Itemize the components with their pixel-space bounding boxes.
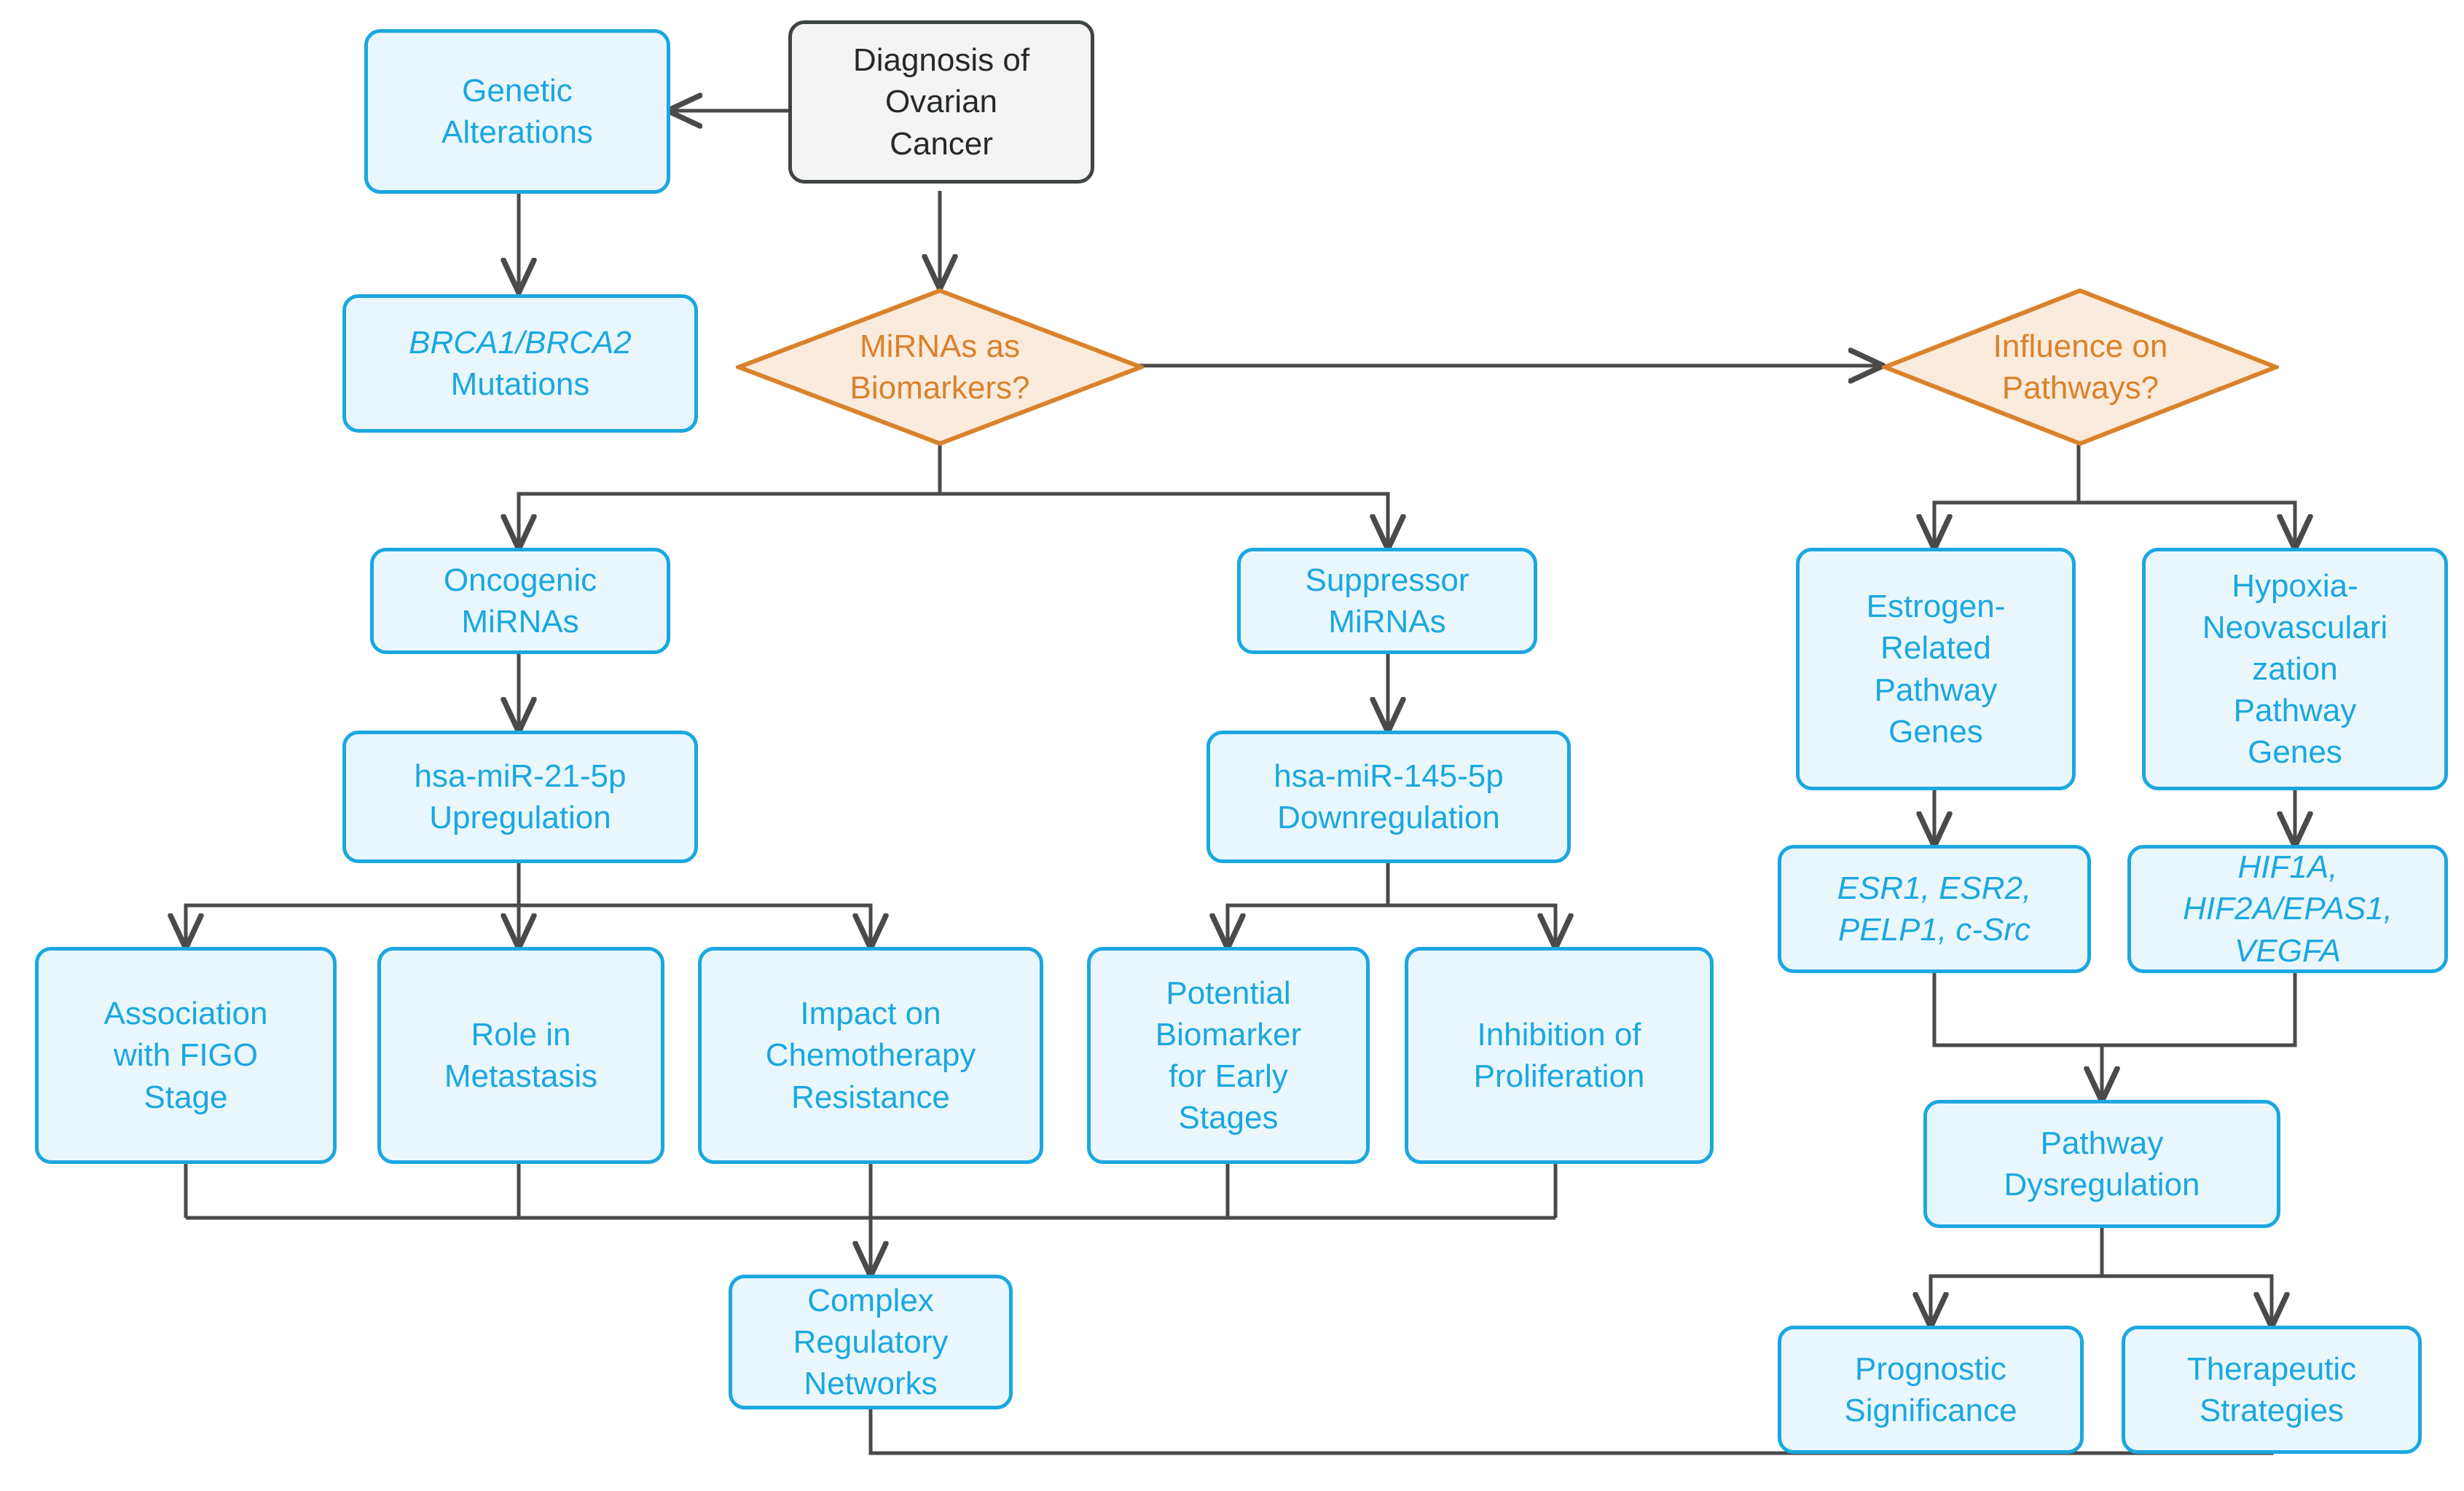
node-pathway-dysregulation-label: Pathway Dysregulation: [2004, 1125, 2200, 1203]
edge-esr-dysregulation: [1932, 973, 2102, 1100]
node-estrogen-genes-label: Estrogen- Related Pathway Genes: [1866, 589, 2006, 750]
node-oncogenic-mirnas-label: Oncogenic MiRNAs: [443, 562, 597, 640]
node-inhibition-proliferation[interactable]: Inhibition of Proliferation: [1405, 947, 1714, 1164]
node-hif-gene-list-label: HIF1A, HIF2A/EPAS1, VEGFA: [2183, 849, 2393, 969]
node-mir21-upregulation[interactable]: hsa-miR-21-5p Upregulation: [342, 731, 698, 863]
node-influence-pathways-label: Influence on Pathways?: [1993, 328, 2168, 406]
node-mirna-biomarkers[interactable]: MiRNAs as Biomarkers?: [736, 288, 1144, 446]
edge-dysregulation-prognostic: [1931, 1228, 2104, 1326]
edge-mir145-inhibition: [1386, 863, 1555, 947]
edge-influence-estrogen: [1934, 444, 2081, 548]
node-chemo-resistance[interactable]: Impact on Chemotherapy Resistance: [698, 947, 1043, 1164]
node-diagnosis-label: Diagnosis of Ovarian Cancer: [852, 42, 1030, 162]
node-therapeutic-strategies-label: Therapeutic Strategies: [2186, 1350, 2357, 1428]
node-esr-gene-list[interactable]: ESR1, ESR2, PELP1, c-Src: [1778, 845, 2091, 973]
edge-mir21-figo: [186, 863, 521, 947]
edge-bottomrow-stubs: [184, 1164, 1558, 1218]
node-metastasis-label: Role in Metastasis: [444, 1016, 598, 1094]
edge-mir21-chemo: [517, 863, 871, 947]
node-early-biomarker[interactable]: Potential Biomarker for Early Stages: [1087, 947, 1370, 1164]
node-mir145-downregulation-label: hsa-miR-145-5p Downregulation: [1274, 758, 1504, 835]
node-oncogenic-mirnas[interactable]: Oncogenic MiRNAs: [370, 548, 670, 654]
node-hypoxia-genes-label: Hypoxia- Neovasculari zation Pathway Gen…: [2202, 567, 2388, 771]
node-brca-plain-text: Mutations: [450, 366, 590, 402]
node-diagnosis[interactable]: Diagnosis of Ovarian Cancer: [788, 20, 1094, 184]
node-figo-stage[interactable]: Association with FIGO Stage: [35, 947, 337, 1164]
edge-dysregulation-therapeutic: [2100, 1228, 2272, 1326]
edge-networks-prognostic: [868, 1406, 1931, 1455]
node-suppressor-mirnas[interactable]: Suppressor MiRNAs: [1237, 548, 1537, 654]
node-hypoxia-genes[interactable]: Hypoxia- Neovasculari zation Pathway Gen…: [2142, 548, 2448, 790]
edge-mir145-earlybio: [1228, 863, 1390, 947]
node-genetic-alterations[interactable]: Genetic Alterations: [364, 29, 670, 194]
diamond-shape-mirna: [736, 288, 1144, 446]
node-pathway-dysregulation[interactable]: Pathway Dysregulation: [1923, 1100, 2280, 1228]
edge-influence-hypoxia: [2076, 444, 2295, 548]
node-mir21-upregulation-label: hsa-miR-21-5p Upregulation: [414, 758, 627, 835]
node-mir145-downregulation[interactable]: hsa-miR-145-5p Downregulation: [1207, 731, 1571, 863]
edge-mirna-oncogenic: [519, 444, 942, 548]
node-therapeutic-strategies[interactable]: Therapeutic Strategies: [2122, 1326, 2422, 1454]
node-esr-gene-list-label: ESR1, ESR2, PELP1, c-Src: [1837, 870, 2032, 948]
node-prognostic-significance[interactable]: Prognostic Significance: [1778, 1326, 2084, 1454]
node-early-biomarker-label: Potential Biomarker for Early Stages: [1155, 975, 1302, 1136]
node-inhibition-proliferation-label: Inhibition of Proliferation: [1473, 1016, 1645, 1094]
edge-hif-dysregulation: [2102, 973, 2297, 1100]
node-suppressor-mirnas-label: Suppressor MiRNAs: [1305, 562, 1470, 640]
node-chemo-resistance-label: Impact on Chemotherapy Resistance: [765, 996, 976, 1115]
node-complex-networks[interactable]: Complex Regulatory Networks: [729, 1275, 1013, 1409]
node-hif-gene-list[interactable]: HIF1A, HIF2A/EPAS1, VEGFA: [2127, 845, 2448, 973]
node-prognostic-significance-label: Prognostic Significance: [1844, 1350, 2017, 1428]
node-mirna-biomarkers-label: MiRNAs as Biomarkers?: [850, 328, 1030, 406]
node-estrogen-genes[interactable]: Estrogen- Related Pathway Genes: [1796, 548, 2076, 790]
node-genetic-alterations-label: Genetic Alterations: [442, 72, 593, 150]
node-figo-stage-label: Association with FIGO Stage: [103, 996, 268, 1115]
node-brca-gene-text: BRCA1/BRCA2: [409, 324, 632, 361]
node-complex-networks-label: Complex Regulatory Networks: [793, 1282, 949, 1402]
node-metastasis[interactable]: Role in Metastasis: [377, 947, 664, 1164]
diamond-shape-influence: [1882, 288, 2279, 446]
edge-mirna-suppressor: [938, 444, 1388, 548]
node-influence-pathways[interactable]: Influence on Pathways?: [1882, 288, 2279, 446]
